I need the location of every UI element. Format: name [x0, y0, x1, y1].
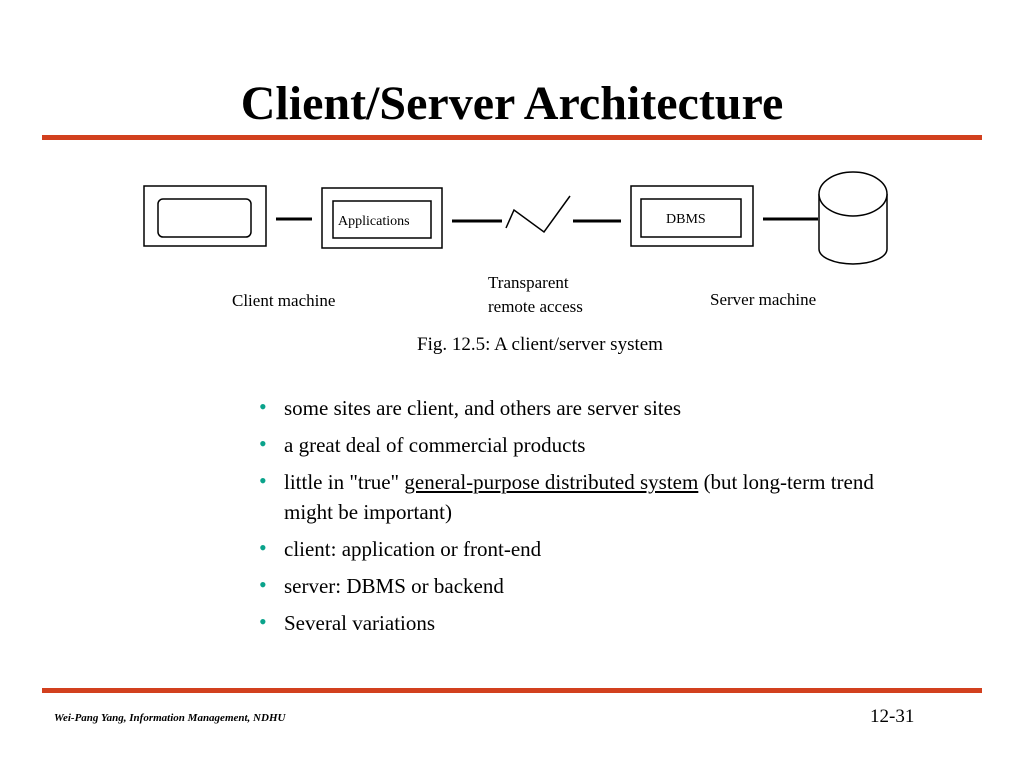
footer-author: Wei-Pang Yang, Information Management, N…	[54, 712, 286, 724]
client-machine-label: Client machine	[232, 291, 336, 310]
server-machine-label: Server machine	[710, 290, 817, 309]
bullet-icon: •	[259, 609, 267, 634]
bullet-text-suffix: (but long-term trend might be important)	[284, 470, 874, 524]
dbms-box	[630, 185, 754, 247]
list-item: • Several variations	[256, 608, 916, 638]
database-icon	[818, 171, 888, 265]
dbms-label: DBMS	[666, 212, 706, 227]
client-terminal-icon	[143, 185, 267, 247]
list-item: • client: application or front-end	[256, 534, 916, 564]
applications-label: Applications	[338, 214, 410, 229]
transparent-label-line1: Transparent	[488, 273, 569, 292]
page-number: 12-31	[870, 706, 915, 727]
figure-caption: Fig. 12.5: A client/server system	[417, 334, 663, 355]
bullet-icon: •	[259, 468, 267, 493]
bullet-text: a great deal of commercial products	[284, 433, 586, 457]
bullet-text: some sites are client, and others are se…	[284, 396, 682, 420]
bullet-icon: •	[259, 394, 267, 419]
remote-link-icon	[505, 195, 571, 234]
list-item: • some sites are client, and others are s…	[256, 393, 916, 423]
bullet-icon: •	[259, 535, 267, 560]
bullet-text: Several variations	[284, 611, 436, 635]
footer-divider	[42, 688, 982, 693]
bullet-icon: •	[259, 572, 267, 597]
bullet-text-prefix: little in "true"	[284, 470, 405, 494]
bullet-text: server: DBMS or backend	[284, 574, 504, 598]
slide-title: Client/Server Architecture	[240, 77, 784, 130]
client-server-diagram	[143, 171, 888, 265]
bullet-text: client: application or front-end	[284, 537, 542, 561]
list-item: • server: DBMS or backend	[256, 571, 916, 601]
list-item: • little in "true" general-purpose distri…	[256, 467, 916, 527]
bullet-list: • some sites are client, and others are s…	[256, 393, 916, 645]
transparent-label-line2: remote access	[488, 297, 583, 316]
bullet-icon: •	[259, 431, 267, 456]
list-item: • a great deal of commercial products	[256, 430, 916, 460]
title-divider	[42, 135, 982, 140]
distributed-system-link[interactable]: general-purpose distributed system	[404, 470, 699, 494]
applications-box	[321, 187, 443, 249]
